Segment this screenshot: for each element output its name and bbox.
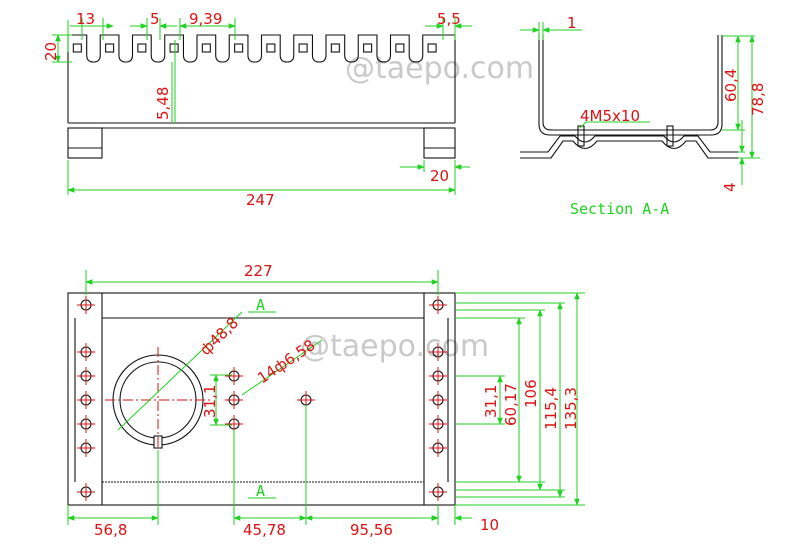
dim-x-9556: 95,56 xyxy=(350,521,393,539)
dim-height-1154: 115,4 xyxy=(542,387,560,430)
dim-pitch: 13 xyxy=(76,10,95,28)
comb-hole xyxy=(330,43,340,53)
dim-edge: 5,5 xyxy=(437,10,461,28)
dim-slot-width: 5 xyxy=(150,10,160,28)
dim-thickness: 1 xyxy=(567,14,577,32)
right-foot xyxy=(423,127,456,159)
comb-outline xyxy=(67,34,456,70)
dim-slot-depth: 20 xyxy=(42,42,60,61)
dim-foot-height: 4 xyxy=(721,182,739,192)
dim-offset: 9,39 xyxy=(189,10,222,28)
dim-hole-span: 227 xyxy=(244,262,273,280)
dim-height-inner: 60,4 xyxy=(722,69,740,102)
section-mark-bottom: A xyxy=(256,482,265,500)
dim-hole-pitch-left: 31,1 xyxy=(201,385,219,418)
watermark-bottom: @taepo.com xyxy=(300,329,489,364)
dim-height-6017: 60,17 xyxy=(502,383,520,426)
comb-hole xyxy=(363,43,373,53)
comb-hole xyxy=(137,43,147,53)
dim-total-length: 247 xyxy=(246,191,275,209)
comb-hole xyxy=(427,43,437,53)
comb-hole xyxy=(105,43,115,53)
comb-hole xyxy=(169,43,179,53)
dim-x-4578: 45,78 xyxy=(243,521,286,539)
comb-hole xyxy=(72,43,82,53)
section-title: Section A-A xyxy=(570,200,669,218)
comb-hole xyxy=(234,43,244,53)
comb-hole xyxy=(395,43,405,53)
dim-hole-pitch-right: 31,1 xyxy=(482,385,500,418)
comb-hole xyxy=(266,43,276,53)
section-mark-top: A xyxy=(256,296,265,314)
left-foot xyxy=(67,127,103,159)
dim-slot-depth-2: 5,48 xyxy=(154,87,172,120)
comb-hole xyxy=(201,43,211,53)
dim-height-total: 78,8 xyxy=(749,83,767,116)
dim-height-106: 106 xyxy=(522,379,540,408)
dim-foot: 20 xyxy=(430,167,449,185)
watermark-top: @taepo.com xyxy=(345,51,534,86)
label-screws: 4M5x10 xyxy=(580,107,640,125)
dim-big-hole: ф48,8 xyxy=(196,314,242,359)
bottom-view: A A 227 ф48,8 14ф6,58 31,1 31,1 60,17 10… xyxy=(67,262,585,539)
section-view: 1 60,4 78,8 4 4M5x10 Section A-A xyxy=(520,14,767,218)
comb-hole xyxy=(298,43,308,53)
dim-x-10: 10 xyxy=(480,516,499,534)
top-view: 13 5 9,39 5,5 20 5,48 247 20 xyxy=(42,10,472,209)
dim-x-568: 56,8 xyxy=(94,521,127,539)
dim-height-1353: 135,3 xyxy=(562,387,580,430)
